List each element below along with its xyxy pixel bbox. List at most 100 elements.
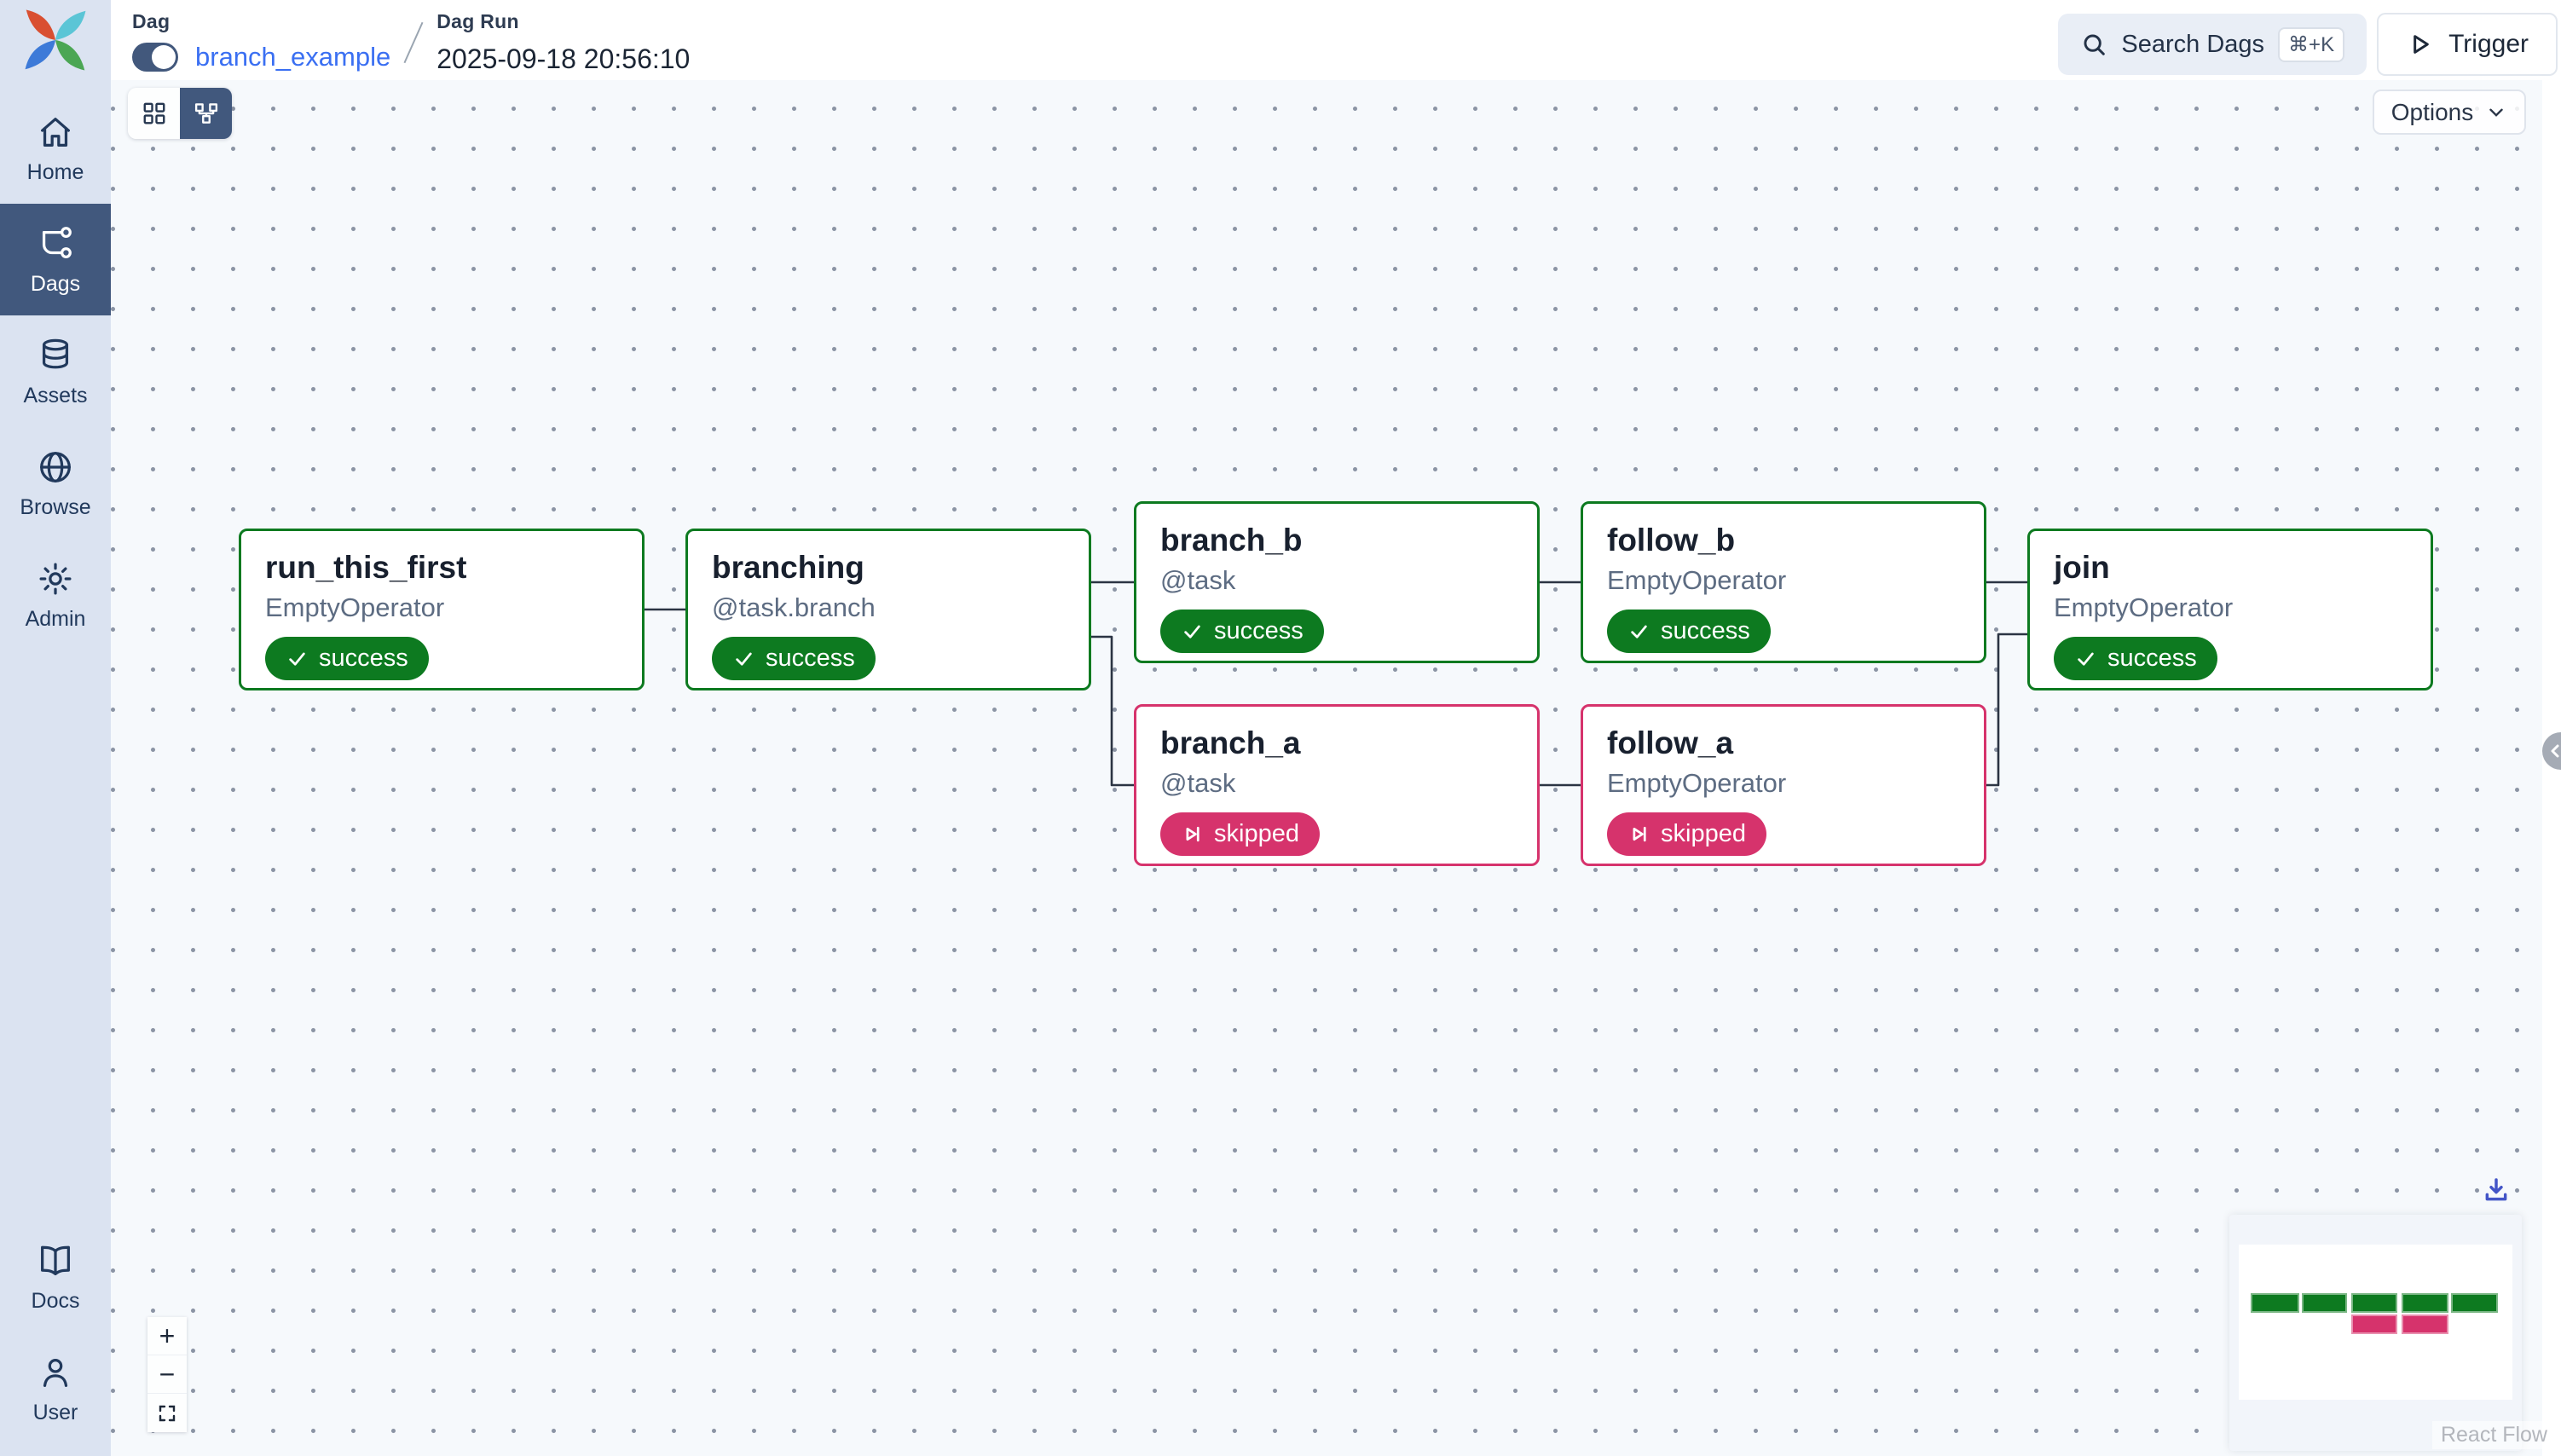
options-button[interactable]: Options [2373, 90, 2526, 135]
user-icon [43, 1358, 68, 1387]
task-operator: EmptyOperator [1607, 768, 1787, 798]
task-state-badge: skipped [1607, 812, 1766, 856]
task-state-badge: success [712, 637, 876, 680]
dag-run-value: 2025-09-18 20:56:10 [436, 43, 691, 74]
sidebar-item-label: Admin [25, 607, 86, 631]
skip-icon [1186, 826, 1200, 842]
task-state-badge: success [1607, 610, 1771, 653]
sidebar-item-home[interactable]: Home [0, 92, 111, 204]
minimap-node-skipped [2351, 1314, 2397, 1334]
view-toggle-group [128, 88, 232, 139]
task-state-label: success [2107, 644, 2197, 672]
minimap-node-success [2351, 1293, 2397, 1313]
minimap-node-success [2251, 1293, 2299, 1313]
sidebar-item-admin[interactable]: Admin [0, 539, 111, 650]
chevron-down-icon [2489, 108, 2503, 117]
dag-name-link[interactable]: branch_example [195, 42, 391, 72]
search-shortcut-kbd: ⌘+K [2278, 26, 2345, 62]
sidebar-item-label: Home [26, 160, 84, 184]
sidebar-item-user[interactable]: User [0, 1332, 111, 1444]
zoom-out-button[interactable]: − [147, 1355, 187, 1394]
task-state-label: success [319, 644, 408, 672]
task-title: follow_a [1607, 725, 1734, 760]
dag-label: Dag [132, 10, 171, 32]
fit-view-icon [159, 1405, 176, 1421]
sidebar-item-dags[interactable]: Dags [0, 204, 111, 315]
task-title: branch_b [1160, 523, 1303, 558]
sidebar-item-docs[interactable]: Docs [0, 1221, 111, 1332]
task-operator: @task [1160, 768, 1236, 798]
sidebar-item-assets[interactable]: Assets [0, 315, 111, 427]
minimap[interactable] [2229, 1215, 2522, 1451]
search-label: Search Dags [2121, 30, 2265, 58]
header: Dag branch_example Dag Run 2025-09-18 20… [111, 0, 2561, 80]
task-state-label: success [1214, 617, 1304, 644]
task-operator: @task.branch [712, 592, 876, 622]
chevron-left-icon [2551, 744, 2559, 758]
skip-icon [1633, 826, 1646, 842]
task-title: follow_b [1607, 523, 1736, 558]
right-panel-gutter [2542, 80, 2561, 1456]
task-operator: @task [1160, 565, 1236, 595]
task-operator: EmptyOperator [265, 592, 445, 622]
fit-view-button[interactable] [147, 1394, 187, 1432]
gear-icon [39, 563, 72, 595]
trigger-label: Trigger [2448, 30, 2529, 58]
toggle-knob [152, 45, 176, 69]
options-label: Options [2390, 98, 2474, 125]
sidebar-item-label: Browse [20, 495, 91, 519]
dag-run-label: Dag Run [436, 10, 519, 32]
task-title: join [2054, 550, 2110, 585]
zoom-controls: + − [147, 1317, 187, 1432]
airflow-logo[interactable] [16, 7, 95, 73]
panel-collapse-button[interactable] [2542, 732, 2561, 770]
graph-icon [194, 103, 217, 124]
sidebar-item-label: Dags [30, 272, 81, 296]
react-flow-attribution: React Flow [2431, 1421, 2556, 1449]
check-icon [736, 652, 752, 666]
search-icon [2084, 34, 2106, 55]
globe-icon [40, 452, 71, 482]
dag-pause-toggle[interactable] [132, 43, 178, 72]
task-state-badge: success [1160, 610, 1324, 653]
task-state-label: skipped [1661, 820, 1746, 847]
book-icon [41, 1245, 70, 1275]
check-icon [289, 652, 305, 666]
download-image-button[interactable] [2483, 1176, 2510, 1208]
task-state-badge: success [265, 637, 429, 680]
breadcrumb-separator [403, 21, 424, 64]
dag-graph-icon [42, 227, 72, 258]
task-node-branch_b[interactable]: branch_b @task success [1134, 501, 1540, 663]
minimap-node-success [2451, 1293, 2498, 1313]
download-icon [2485, 1178, 2507, 1201]
sidebar-item-browse[interactable]: Browse [0, 427, 111, 539]
grid-view-button[interactable] [128, 88, 180, 139]
breadcrumb-dag-run: Dag Run 2025-09-18 20:56:10 [436, 10, 690, 75]
search-dags-button[interactable]: Search Dags ⌘+K [2058, 14, 2367, 75]
task-state-label: success [766, 644, 855, 672]
task-title: run_this_first [265, 550, 467, 585]
zoom-in-button[interactable]: + [147, 1317, 187, 1355]
minimap-node-success [2402, 1293, 2448, 1313]
graph-view-button[interactable] [180, 88, 232, 139]
minimap-node-success [2302, 1293, 2347, 1313]
task-operator: EmptyOperator [1607, 565, 1787, 595]
sidebar-item-label: Assets [23, 384, 88, 407]
task-title: branch_a [1160, 725, 1301, 760]
home-icon [41, 118, 70, 147]
task-state-badge: success [2054, 637, 2217, 680]
check-icon [1631, 625, 1647, 638]
trigger-button[interactable]: Trigger [2377, 13, 2558, 76]
breadcrumb: Dag branch_example Dag Run 2025-09-18 20… [132, 10, 690, 75]
sidebar-item-label: Docs [31, 1289, 80, 1313]
edge-follow_a-to-join [1986, 633, 2027, 787]
